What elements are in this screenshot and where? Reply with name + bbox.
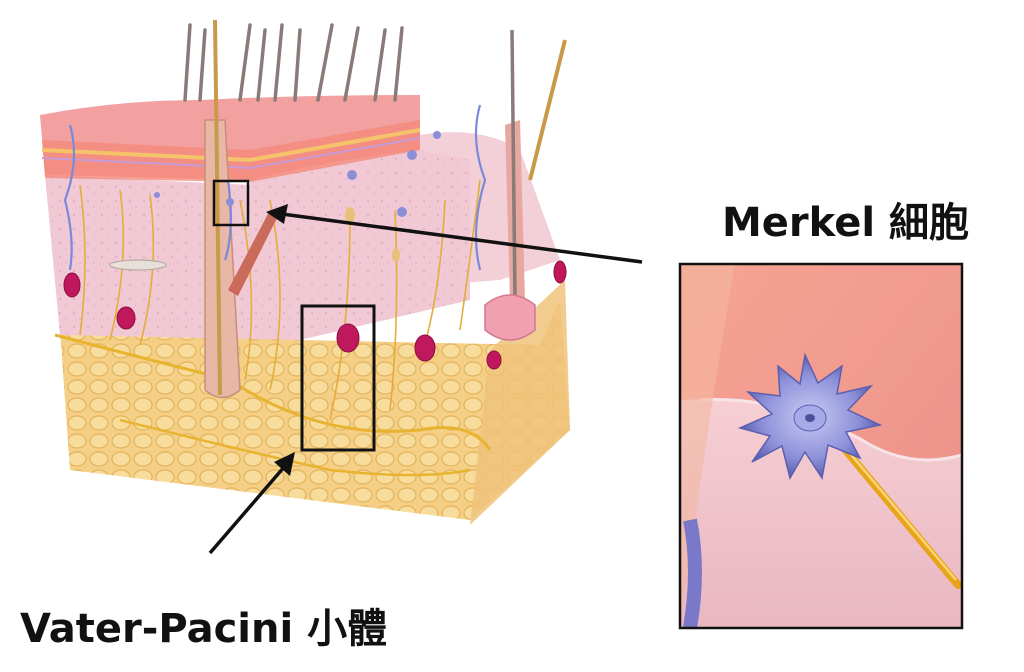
nerve-main [54, 333, 492, 451]
small-receptors [345, 207, 400, 262]
inset-nerve-highlight [832, 432, 957, 581]
merkel-highlight-box [212, 179, 250, 227]
inset-epidermis-edge [699, 398, 963, 462]
merkel-spots [154, 131, 441, 217]
inset-nerve-fiber [829, 431, 962, 589]
epidermis-stripe-2 [41, 137, 421, 170]
skin-block [40, 19, 570, 525]
merkel-inset [678, 262, 964, 630]
inset-frame [678, 262, 964, 630]
sweat-gland [484, 294, 536, 341]
arrector-muscle [228, 210, 278, 296]
hairs [183, 23, 404, 102]
merkel-cell-label: Merkel 細胞 [722, 200, 969, 246]
ruffini-ending [109, 259, 167, 271]
dermis-middle [250, 150, 470, 340]
merkel-cell [737, 352, 883, 480]
epidermis-band [42, 120, 420, 182]
hair-shaft [213, 19, 222, 396]
epidermis-stripe [41, 128, 421, 163]
inset-blue-fiber [683, 518, 702, 630]
corpuscles [63, 260, 567, 370]
nerve-lower [119, 418, 471, 477]
pacini-arrow [208, 452, 295, 555]
inset-left-stripe [680, 264, 735, 628]
fat-side [470, 280, 570, 525]
pacini-highlight-box [300, 304, 376, 452]
right-hair-shaft [510, 29, 517, 301]
right-hair-shaft-2 [528, 39, 567, 181]
merkel-arrow [266, 204, 643, 264]
dermis-layer [45, 175, 300, 340]
fat-layer [60, 300, 570, 520]
inset-lower-tissue [680, 399, 962, 628]
pacinian-corpuscle-label: Vater-Pacini 小體 [20, 606, 388, 652]
